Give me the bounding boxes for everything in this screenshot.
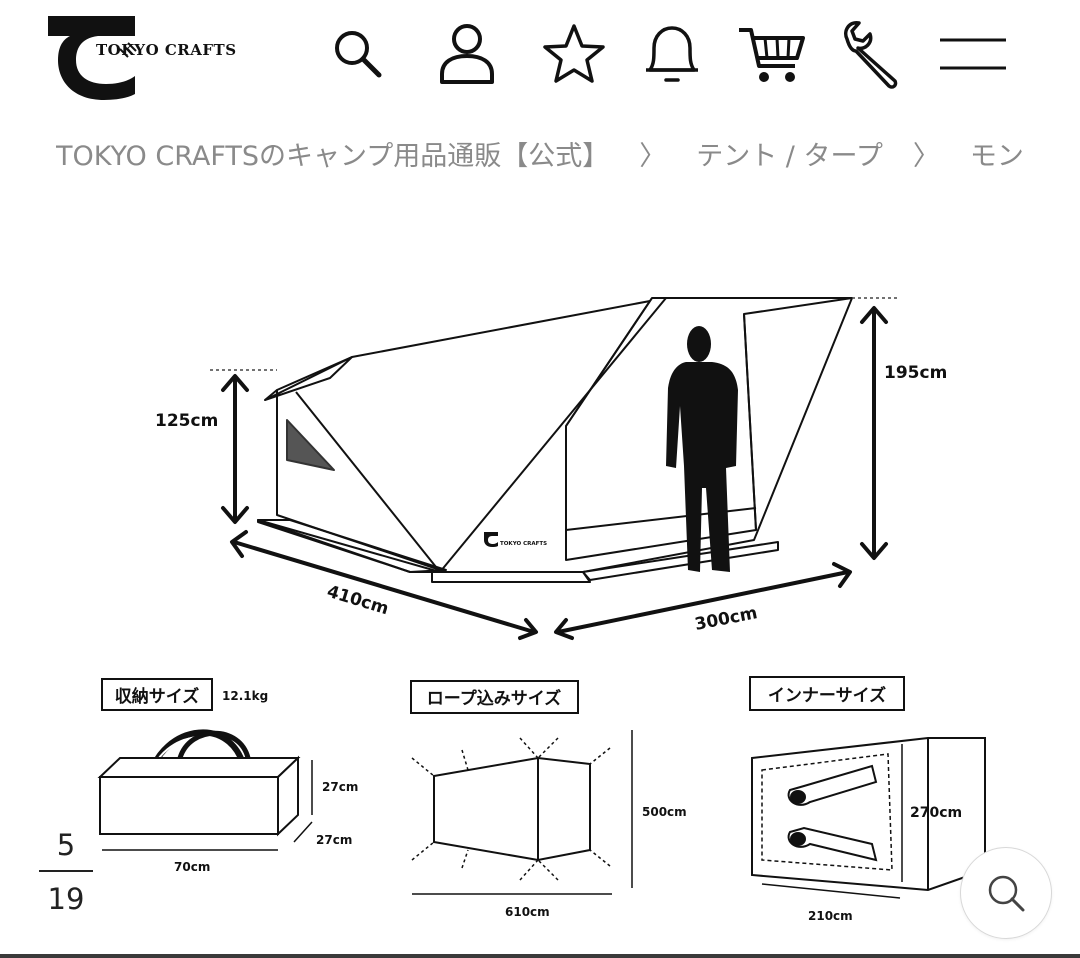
wrench-icon xyxy=(844,21,898,89)
tent-drawing xyxy=(210,297,900,583)
storage-size-title: 収納サイズ xyxy=(115,686,200,707)
counter-divider xyxy=(39,870,93,872)
storage-depth-label: 27cm xyxy=(316,833,352,847)
breadcrumb-item-current[interactable]: モン xyxy=(969,141,1024,172)
rope-depth-label: 500cm xyxy=(642,805,687,819)
cart-button[interactable] xyxy=(736,18,808,90)
rope-size-panel: ロープ込みサイズ 500cm 610cm xyxy=(410,680,687,919)
favorites-button[interactable] xyxy=(538,18,610,90)
inner-width-label: 210cm xyxy=(808,909,853,923)
gallery-counter: 5 19 xyxy=(38,828,94,916)
tent-logo-icon: TOKYO CRAFTS xyxy=(484,532,547,547)
zoom-button[interactable] xyxy=(960,847,1052,939)
bottom-divider xyxy=(0,954,1080,958)
tent-logo-text: TOKYO CRAFTS xyxy=(500,541,547,547)
storage-size-panel: 収納サイズ 12.1kg 27cm 27cm 70cm xyxy=(97,678,358,874)
site-header: TOKYO CRAFTS xyxy=(0,0,1080,110)
search-icon xyxy=(335,31,382,78)
rope-width-label: 610cm xyxy=(505,905,550,919)
height-rear-label: 195cm xyxy=(884,363,947,383)
height-front-label: 125cm xyxy=(155,411,218,431)
user-icon xyxy=(440,24,494,84)
gallery-total-count: 19 xyxy=(47,882,85,916)
brand-name: TOKYO CRAFTS xyxy=(96,41,237,59)
inner-depth-label: 270cm xyxy=(910,805,962,821)
account-button[interactable] xyxy=(431,18,503,90)
gallery-current-index: 5 xyxy=(56,828,76,862)
notifications-button[interactable] xyxy=(636,18,708,90)
width-label: 300cm xyxy=(693,603,759,635)
cart-icon xyxy=(739,28,805,82)
inner-size-title: インナーサイズ xyxy=(768,685,886,706)
storage-width-label: 70cm xyxy=(174,860,210,874)
star-icon xyxy=(543,24,605,83)
dimension-arrows xyxy=(221,306,888,640)
brand-logo[interactable]: TOKYO CRAFTS xyxy=(40,10,240,100)
search-button[interactable] xyxy=(322,18,394,90)
inner-size-panel: インナーサイズ 270cm 210cm xyxy=(749,676,986,923)
logo-mark-icon xyxy=(48,16,137,100)
breadcrumb-separator-icon: 〉 xyxy=(912,141,940,172)
breadcrumb-item-home[interactable]: TOKYO CRAFTSのキャンプ用品通販【公式】 xyxy=(56,141,610,172)
bell-icon xyxy=(646,26,698,82)
zoom-icon xyxy=(988,875,1025,912)
storage-height-label: 27cm xyxy=(322,780,358,794)
breadcrumb-item-tents[interactable]: テント / タープ xyxy=(696,141,883,172)
breadcrumb-separator-icon: 〉 xyxy=(639,141,667,172)
rope-size-title: ロープ込みサイズ xyxy=(427,688,561,709)
storage-weight-label: 12.1kg xyxy=(222,689,268,703)
menu-icon xyxy=(940,38,1006,70)
person-silhouette-icon xyxy=(666,326,738,572)
tools-button[interactable] xyxy=(838,18,910,90)
breadcrumb: TOKYO CRAFTSのキャンプ用品通販【公式】〉テント / タープ〉モン xyxy=(56,134,1080,174)
menu-button[interactable] xyxy=(937,18,1009,90)
product-dimension-image[interactable]: TOKYO CRAFTS 125cm 195cm 410cm 300cm 収納サ… xyxy=(0,230,1080,930)
